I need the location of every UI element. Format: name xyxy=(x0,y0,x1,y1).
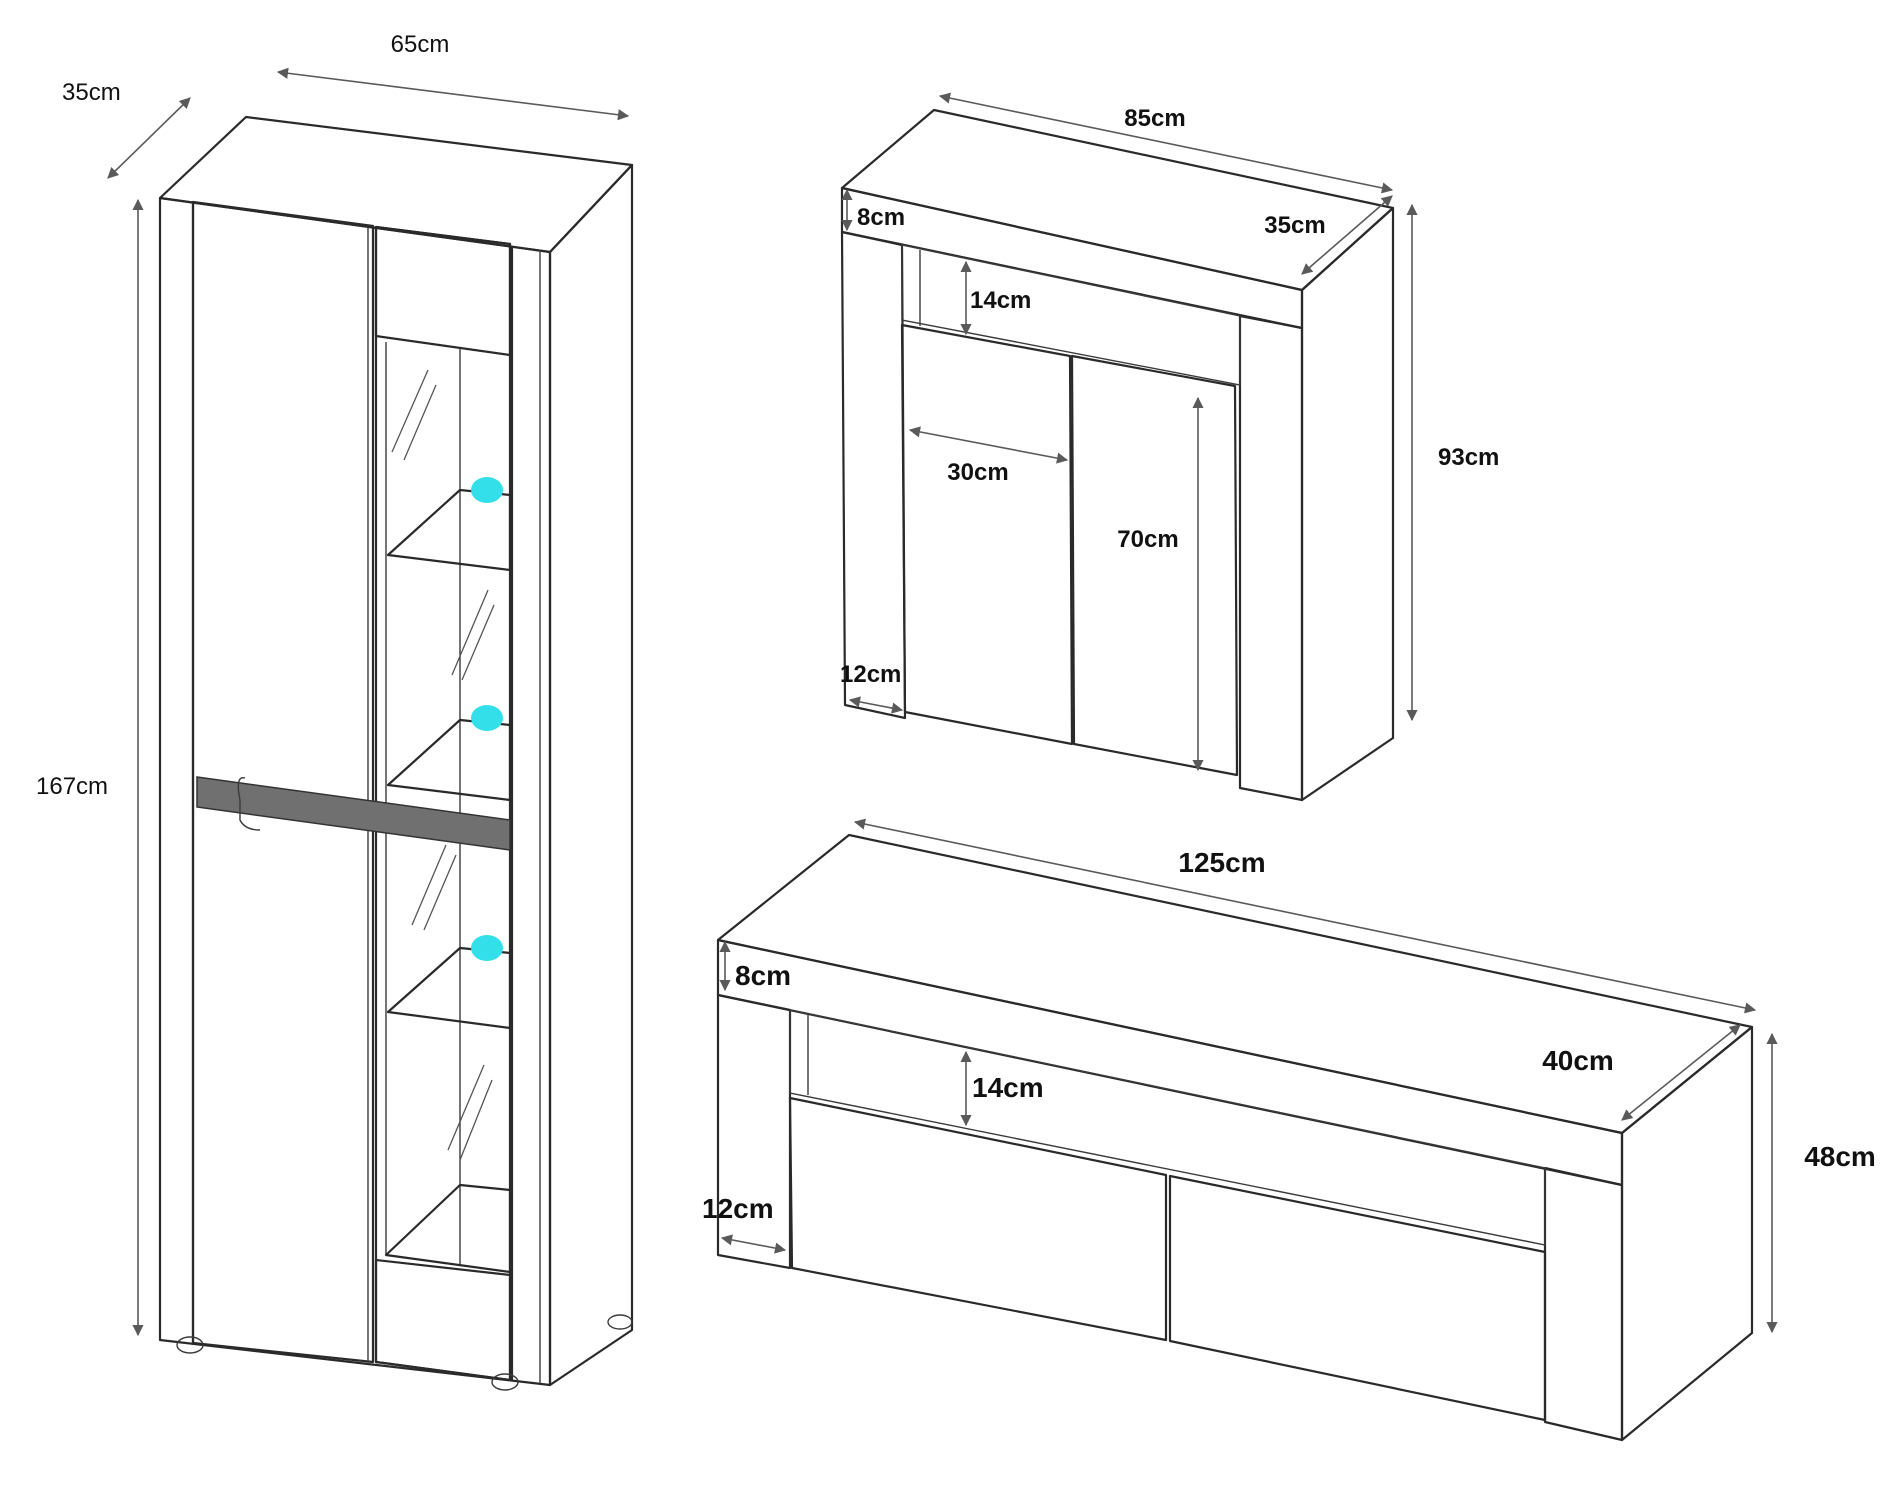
tv-unit-left-leg xyxy=(716,993,792,1270)
vitrine-shelf-2 xyxy=(386,718,512,802)
sideboard-depth-dimension xyxy=(1301,195,1393,275)
sideboard-top xyxy=(840,108,1395,292)
sideboard-depth-label: 35cm xyxy=(1264,212,1325,239)
vitrine-width-dimension xyxy=(276,67,630,121)
sideboard-door-width-dimension xyxy=(908,426,1069,464)
tv-unit-width-label: 125cm xyxy=(1178,847,1265,878)
tv-unit-top-band xyxy=(716,938,1624,1187)
sideboard-top-thickness-label: 8cm xyxy=(857,204,905,231)
sideboard-left-leg xyxy=(840,230,907,720)
sideboard-height-label: 93cm xyxy=(1438,444,1499,471)
sideboard-width-dimension xyxy=(938,92,1394,194)
sideboard-door-height-label: 70cm xyxy=(1117,526,1178,553)
vitrine-solid-door xyxy=(191,200,375,1364)
vitrine-height-label: 167cm xyxy=(36,773,108,800)
vitrine-side xyxy=(548,163,634,1387)
tv-unit-niche xyxy=(789,1009,1546,1246)
sideboard-door-left xyxy=(900,323,1074,746)
vitrine-width-label: 65cm xyxy=(391,31,450,58)
vitrine-glass-door-bottom-panel xyxy=(374,1258,512,1382)
vitrine-front xyxy=(158,196,552,1387)
vitrine-depth-label: 35cm xyxy=(62,79,121,106)
tv-unit-depth-label: 40cm xyxy=(1542,1045,1614,1076)
tv-unit-side xyxy=(1620,1025,1754,1442)
tv-unit-height-label: 48cm xyxy=(1804,1141,1876,1172)
tv-unit-cabinet: 125cm 40cm 48cm 8cm 14cm 12cm xyxy=(702,818,1876,1442)
sideboard-right-leg xyxy=(1238,314,1304,802)
sideboard-side-width-label: 12cm xyxy=(840,661,901,688)
sideboard-top-band xyxy=(840,186,1304,330)
tv-unit-top-thickness-label: 8cm xyxy=(735,960,791,991)
sideboard-side xyxy=(1300,206,1395,802)
tv-unit-depth-dimension xyxy=(1621,1024,1741,1121)
vitrine-foot xyxy=(176,1336,204,1354)
vitrine-cabinet: 65cm 35cm 167cm xyxy=(36,31,634,1391)
vitrine-glass-door-top-panel xyxy=(374,225,512,357)
tv-unit-top xyxy=(716,833,1754,1135)
tv-unit-niche-label: 14cm xyxy=(972,1072,1044,1103)
tv-unit-drawer-left xyxy=(788,1096,1168,1342)
vitrine-shelf-3 xyxy=(386,946,512,1030)
tv-unit-side-width-dimension xyxy=(720,1234,787,1254)
vitrine-shelf-bottom xyxy=(384,1183,512,1274)
sideboard-width-label: 85cm xyxy=(1124,105,1185,132)
glass-reflection-marks xyxy=(391,369,495,1161)
sideboard-cabinet: 85cm 35cm 93cm 8cm 14cm 30cm 70cm 12cm xyxy=(840,92,1499,802)
sideboard-niche-label: 14cm xyxy=(970,287,1031,314)
shelf-light-icon xyxy=(471,477,503,503)
vitrine-shelf-1 xyxy=(386,488,512,572)
vitrine-depth-dimension xyxy=(107,97,191,179)
shelf-light-icon xyxy=(471,705,503,731)
sideboard-niche xyxy=(901,244,1241,386)
vitrine-foot xyxy=(491,1373,519,1391)
sideboard-side-width-dimension xyxy=(848,696,904,714)
vitrine-handle-bar xyxy=(196,776,511,851)
sideboard-door-width-label: 30cm xyxy=(947,459,1008,486)
tv-unit-right-leg xyxy=(1543,1166,1624,1442)
shelf-light-icon xyxy=(471,935,503,961)
tv-unit-width-dimension xyxy=(853,818,1757,1014)
tv-unit-drawer-right xyxy=(1168,1174,1547,1422)
vitrine-glass-door xyxy=(374,225,512,1382)
vitrine-foot xyxy=(607,1314,633,1330)
sideboard-door-right xyxy=(1070,354,1239,777)
tv-unit-side-width-label: 12cm xyxy=(702,1193,774,1224)
